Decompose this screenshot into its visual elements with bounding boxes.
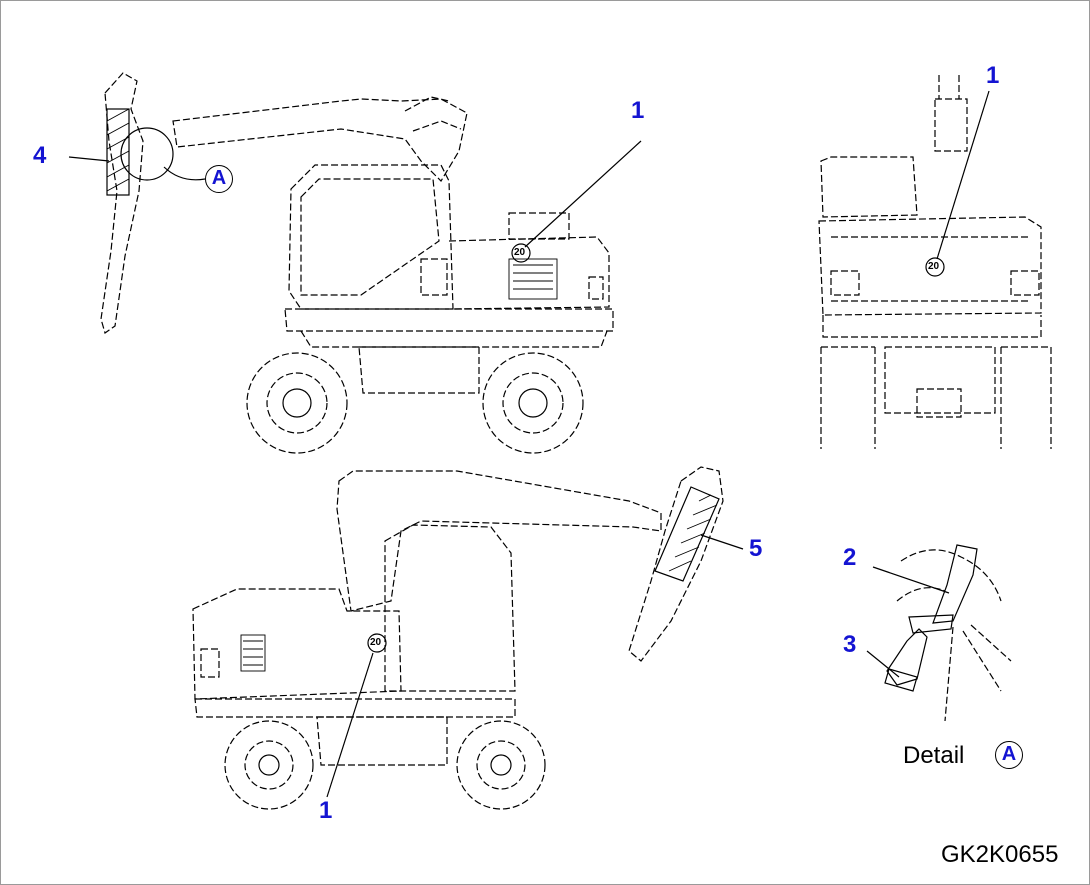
- hatched-reflector-decal-arm: [654, 486, 720, 582]
- callout-2-detail-bracket: 2: [843, 544, 857, 571]
- speed-limit-decal-left: [367, 633, 387, 653]
- detail-a-marker-caption: A: [995, 741, 1023, 769]
- excavator-rear-view: [818, 75, 1052, 449]
- speed-badge-right: 20: [514, 247, 526, 258]
- detail-a-marker: A: [205, 165, 233, 193]
- speed-badge-left: 20: [370, 637, 382, 648]
- detail-decal-block: [884, 668, 918, 692]
- detail-label: Detail: [903, 742, 965, 769]
- callout-1-speed-decal-right: 1: [631, 97, 645, 124]
- callout-4-hatched-decal: 4: [33, 142, 47, 169]
- front-wheel: [246, 352, 348, 454]
- hatched-reflector-decal: [106, 108, 130, 196]
- excavator-right-side-view: [100, 72, 614, 454]
- excavator-left-side-view: [192, 466, 724, 810]
- speed-limit-decal: [511, 243, 531, 263]
- speed-badge-rear: 20: [928, 261, 940, 272]
- detail-bracket: [932, 544, 978, 624]
- rear-wheel: [482, 352, 584, 454]
- speed-limit-decal-rear: [925, 257, 945, 277]
- drawing-code: GK2K0655: [941, 841, 1059, 868]
- callout-3-detail-decal: 3: [843, 631, 857, 658]
- callout-1-speed-decal-left: 1: [319, 797, 333, 824]
- detail-a-view: [884, 544, 1012, 722]
- callout-5-hatched-decal-arm: 5: [749, 535, 763, 562]
- callout-1-speed-decal-rear: 1: [986, 62, 1000, 89]
